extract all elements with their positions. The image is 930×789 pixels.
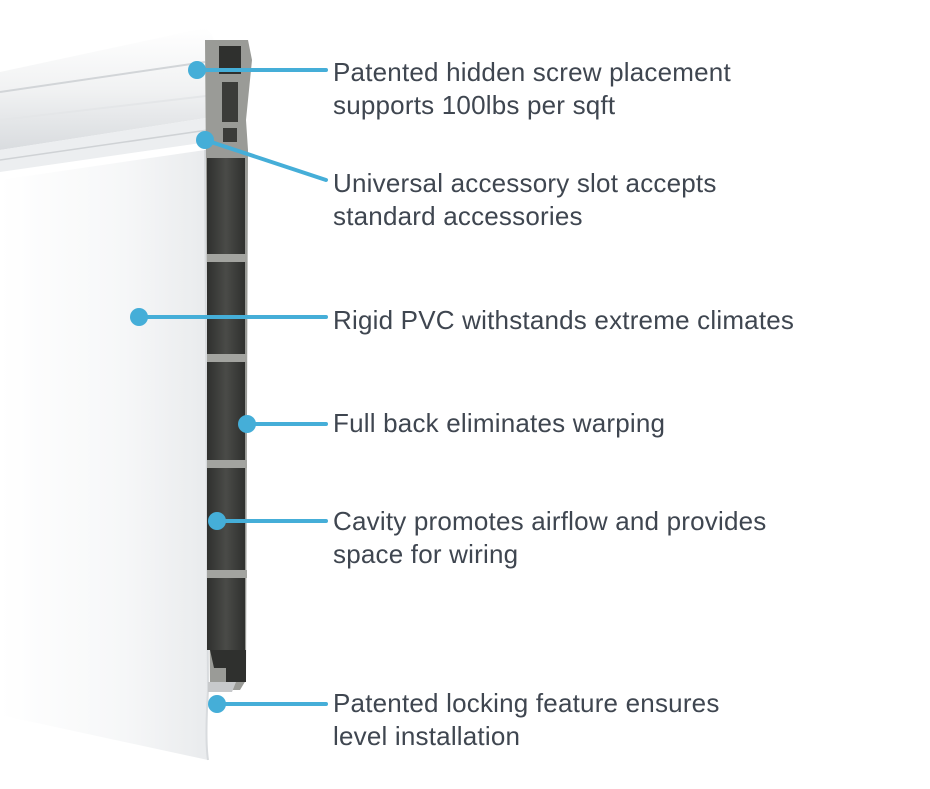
callout-dot-lock bbox=[208, 695, 226, 713]
callout-label-back: Full back eliminates warping bbox=[333, 407, 665, 440]
callout-leader-slot bbox=[203, 138, 328, 182]
upper-channel-2 bbox=[223, 128, 237, 142]
panel-face bbox=[0, 150, 208, 760]
callout-line: space for wiring bbox=[333, 539, 519, 569]
accessory-slot-line bbox=[0, 129, 209, 161]
callout-dot-slot bbox=[196, 131, 214, 149]
callout-dot-screw bbox=[188, 61, 206, 79]
upper-ridge bbox=[0, 28, 215, 150]
rib bbox=[207, 354, 247, 362]
rib bbox=[207, 460, 247, 468]
locking-feature bbox=[210, 650, 246, 682]
callout-label-cavity: Cavity promotes airflow and provides spa… bbox=[333, 505, 767, 571]
callout-line: Rigid PVC withstands extreme climates bbox=[333, 305, 795, 335]
upper-channel bbox=[222, 82, 238, 122]
cavity-chamber bbox=[207, 578, 245, 650]
callout-line: Cavity promotes airflow and provides bbox=[333, 506, 767, 536]
callout-line: supports 100lbs per sqft bbox=[333, 90, 616, 120]
cavity-chamber bbox=[207, 362, 245, 460]
upper-ridge-line-2 bbox=[0, 95, 207, 121]
callout-line: Universal accessory slot accepts bbox=[333, 168, 717, 198]
callout-label-pvc: Rigid PVC withstands extreme climates bbox=[333, 304, 794, 337]
rib bbox=[207, 570, 247, 578]
callout-dot-back bbox=[238, 415, 256, 433]
screw-channel bbox=[219, 46, 241, 74]
rib bbox=[207, 254, 247, 262]
callout-label-screw: Patented hidden screw placement supports… bbox=[333, 56, 731, 122]
upper-ridge-line bbox=[0, 61, 206, 93]
callout-line: standard accessories bbox=[333, 201, 583, 231]
cavity-chamber bbox=[207, 262, 245, 354]
panel-face-edge bbox=[204, 149, 210, 761]
cavity-chamber bbox=[207, 158, 245, 254]
callout-line: level installation bbox=[333, 721, 521, 751]
callout-dot-cavity bbox=[208, 512, 226, 530]
callout-line: Full back eliminates warping bbox=[333, 408, 666, 438]
callout-line: Patented hidden screw placement bbox=[333, 57, 731, 87]
callout-dot-pvc bbox=[130, 308, 148, 326]
locking-lip bbox=[208, 682, 236, 692]
callout-label-lock: Patented locking feature ensures level i… bbox=[333, 687, 720, 753]
callout-line: Patented locking feature ensures bbox=[333, 688, 720, 718]
callout-label-slot: Universal accessory slot accepts standar… bbox=[333, 167, 717, 233]
